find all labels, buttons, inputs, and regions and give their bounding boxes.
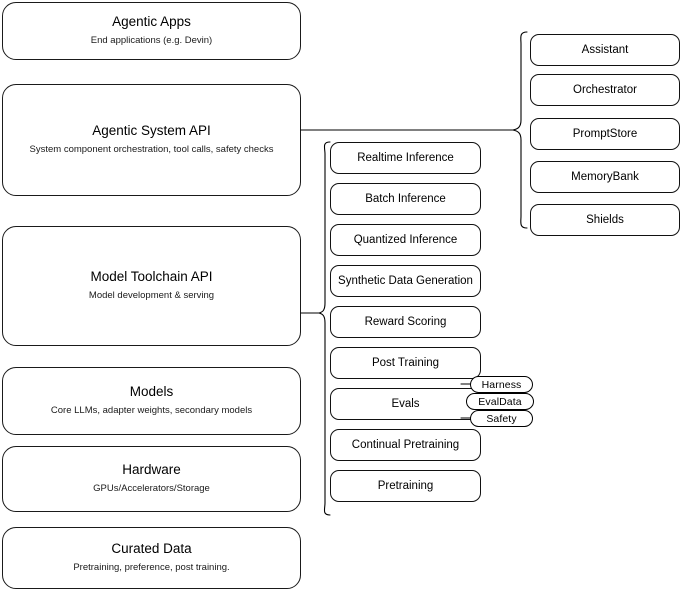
layer-title: Models: [129, 384, 174, 400]
capability-realtime-inference[interactable]: Realtime Inference: [330, 142, 481, 174]
stack-layer-curated-data[interactable]: Curated Data Pretraining, preference, po…: [2, 527, 301, 589]
capability-label: Evals: [391, 398, 420, 410]
capability-label: Pretraining: [377, 480, 434, 492]
layer-subtitle: Pretraining, preference, post training.: [73, 562, 230, 574]
stack-layer-hardware[interactable]: Hardware GPUs/Accelerators/Storage: [2, 446, 301, 512]
stack-layer-agentic-system-api[interactable]: Agentic System API System component orch…: [2, 84, 301, 196]
layer-subtitle: Model development & serving: [88, 290, 215, 302]
stack-layer-model-toolchain-api[interactable]: Model Toolchain API Model development & …: [2, 226, 301, 346]
component-label: MemoryBank: [571, 171, 639, 183]
evals-subcomponent-evaldata[interactable]: EvalData: [466, 393, 534, 410]
system-component-memorybank[interactable]: MemoryBank: [530, 161, 680, 193]
component-label: Shields: [586, 214, 624, 226]
capability-evals[interactable]: Evals: [330, 388, 481, 420]
layer-title: Agentic System API: [92, 123, 211, 139]
capability-label: Reward Scoring: [364, 316, 447, 328]
system-component-orchestrator[interactable]: Orchestrator: [530, 74, 680, 106]
stack-layer-models[interactable]: Models Core LLMs, adapter weights, secon…: [2, 367, 301, 435]
brace-system-components: [512, 31, 528, 229]
component-label: Assistant: [581, 44, 629, 56]
capability-label: Realtime Inference: [357, 152, 454, 164]
brace-toolchain-capabilities: [318, 141, 331, 516]
layer-subtitle: Core LLMs, adapter weights, secondary mo…: [50, 405, 253, 417]
capability-synthetic-data-generation[interactable]: Synthetic Data Generation: [330, 265, 481, 297]
capability-reward-scoring[interactable]: Reward Scoring: [330, 306, 481, 338]
layer-subtitle: End applications (e.g. Devin): [90, 35, 213, 47]
evals-subcomponent-safety[interactable]: Safety: [470, 410, 533, 427]
layer-title: Curated Data: [111, 541, 192, 557]
capability-label: Batch Inference: [365, 193, 446, 205]
capability-pretraining[interactable]: Pretraining: [330, 470, 481, 502]
system-component-assistant[interactable]: Assistant: [530, 34, 680, 66]
capability-batch-inference[interactable]: Batch Inference: [330, 183, 481, 215]
layer-title: Hardware: [122, 462, 181, 478]
layer-title: Model Toolchain API: [90, 269, 213, 285]
pill-label: Harness: [481, 378, 522, 391]
layer-subtitle: System component orchestration, tool cal…: [29, 144, 274, 156]
capability-label: Continual Pretraining: [351, 439, 460, 451]
system-component-shields[interactable]: Shields: [530, 204, 680, 236]
pill-label: Safety: [486, 412, 517, 425]
system-component-promptstore[interactable]: PromptStore: [530, 118, 680, 150]
capability-label: Quantized Inference: [353, 234, 458, 246]
capability-post-training[interactable]: Post Training: [330, 347, 481, 379]
capability-label: Post Training: [371, 357, 440, 369]
pill-label: EvalData: [478, 395, 522, 408]
capability-label: Synthetic Data Generation: [338, 275, 473, 287]
layer-title: Agentic Apps: [112, 14, 191, 30]
component-label: Orchestrator: [573, 84, 637, 96]
component-label: PromptStore: [572, 128, 638, 140]
evals-subcomponent-harness[interactable]: Harness: [470, 376, 533, 393]
stack-layer-agentic-apps[interactable]: Agentic Apps End applications (e.g. Devi…: [2, 2, 301, 60]
layer-subtitle: GPUs/Accelerators/Storage: [93, 483, 210, 495]
capability-quantized-inference[interactable]: Quantized Inference: [330, 224, 481, 256]
capability-continual-pretraining[interactable]: Continual Pretraining: [330, 429, 481, 461]
